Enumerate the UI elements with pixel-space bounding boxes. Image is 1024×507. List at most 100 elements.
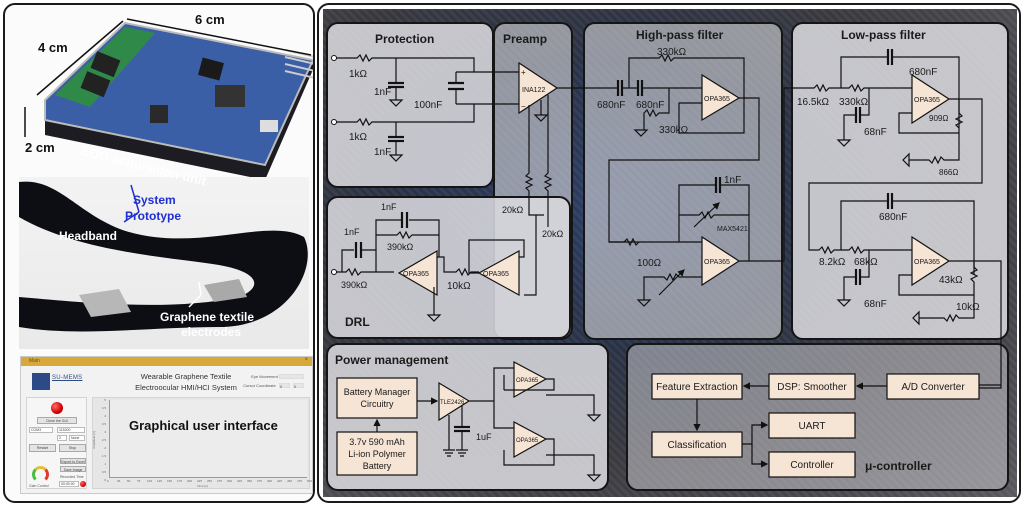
port-select[interactable]: COM3 <box>29 427 53 433</box>
lp-amp1-label: OPA365 <box>914 97 940 104</box>
mcu-title: μ-controller <box>865 459 932 473</box>
system-label-line2: Prototype <box>125 209 182 223</box>
prot-r2-label: 1kΩ <box>349 132 368 143</box>
su-mems-logo <box>32 373 50 390</box>
plot-ytick: 3.5 <box>101 422 106 426</box>
gui-title-line1: Wearable Graphene Textile <box>140 372 232 381</box>
plot-xtick: 150 <box>167 479 173 483</box>
prot-cdiff-label: 100nF <box>414 100 442 111</box>
drl-title: DRL <box>345 315 370 329</box>
electrodes-label-line2: electrodes <box>181 325 242 339</box>
preamp-r1-label: 20kΩ <box>502 205 524 215</box>
inductor <box>150 105 168 123</box>
plot-xtick: 100 <box>147 479 153 483</box>
preamp-circuit: + − INA122 20kΩ 20kΩ <box>502 61 609 296</box>
prot-c2-label: 1nF <box>374 147 391 158</box>
feat-label: Feature Extraction <box>656 382 738 393</box>
power-amp2-label: OPA365 <box>516 438 539 444</box>
lp-s1-r1-label: 16.5kΩ <box>797 97 829 108</box>
export-excel-button[interactable]: Export to Excel <box>60 458 86 464</box>
electrode-left <box>79 289 131 317</box>
baud-field[interactable]: 115200 <box>57 427 85 433</box>
dsp-label: DSP: Smoother <box>777 382 847 393</box>
plot-xtick: 300 <box>227 479 233 483</box>
input-wire-1 <box>336 53 520 73</box>
close-gui-button[interactable]: Close the GUI <box>37 417 77 424</box>
hp-pot-label: MAX5421 <box>717 226 748 233</box>
cls-label: Classification <box>668 440 727 451</box>
hp-cfb-label: 1nF <box>724 175 741 186</box>
plot-xtick: 350 <box>247 479 253 483</box>
plot-ytick: 0 <box>104 478 106 482</box>
plot-ytick: 1.5 <box>101 454 106 458</box>
svg-text:−: − <box>521 102 526 111</box>
plot-xtick: 325 <box>237 479 243 483</box>
hp-amp2-label: OPA365 <box>704 259 730 266</box>
power-amp-1 <box>513 361 548 399</box>
hp-c2-label: 680nF <box>636 100 664 111</box>
plot-ytick: 2.5 <box>101 438 106 442</box>
plot-xtick: 500 <box>307 479 313 483</box>
plot-ytick: 2 <box>104 446 106 450</box>
lp-s1-cgnd-label: 68nF <box>864 127 887 138</box>
feature-extraction-box <box>651 373 743 400</box>
lp-s2-r1-label: 8.2kΩ <box>819 257 846 268</box>
drl-amp2-label: OPA365 <box>483 271 509 278</box>
plot-xtick: 200 <box>187 479 193 483</box>
input-terminal-2 <box>331 119 337 125</box>
lp-s2-rg-label: 10kΩ <box>956 302 980 313</box>
depth-arrow <box>36 20 124 96</box>
plot-xtick: 250 <box>207 479 213 483</box>
plot-ytick: 5 <box>104 398 106 402</box>
lp-s2-r2-label: 68kΩ <box>854 257 878 268</box>
hp-amp-2 <box>701 235 741 287</box>
cursor-y-field: 0 <box>293 383 304 389</box>
lp-s1-r2-label: 330kΩ <box>839 97 869 108</box>
electrode-arrow <box>188 281 202 308</box>
preamp-title: Preamp <box>503 32 548 46</box>
electrode-right <box>204 279 247 302</box>
power-cap-label: 1uF <box>476 432 492 442</box>
tle2426-regulator <box>438 381 471 422</box>
plot-ytick: 0.5 <box>101 470 106 474</box>
system-arrow-left <box>123 211 140 223</box>
plot-xtick: 375 <box>257 479 263 483</box>
cursor-coordinate-label: Cursor Coordinate <box>243 383 276 388</box>
input-wire-2 <box>336 103 520 127</box>
headband-photo <box>19 177 309 349</box>
drl-amp1-label: OPA365 <box>403 271 429 278</box>
low-pass-circuit: OPA365 OPA365 680nF 16.5kΩ 330kΩ 68nF 90… <box>797 49 1002 386</box>
high-pass-block <box>583 22 783 340</box>
restart-button[interactable]: Restart <box>29 444 56 452</box>
hp-c1-label: 680nF <box>597 100 625 111</box>
protection-title: Protection <box>375 32 435 46</box>
system-arrow-up <box>130 184 140 213</box>
svg-text:+: + <box>521 68 526 77</box>
gain-control-label: Gain Control <box>29 484 49 488</box>
plot-xtick: 125 <box>157 479 163 483</box>
mcu-diagram: A/D Converter DSP: Smoother Feature Extr… <box>651 373 1002 478</box>
save-image-button[interactable]: Save Image <box>60 466 86 472</box>
ground-symbol <box>426 287 442 322</box>
high-pass-title: High-pass filter <box>636 28 724 42</box>
plot-ytick: 1 <box>104 462 106 466</box>
dim-depth-label: 4 cm <box>38 40 68 55</box>
electrodes-label-line1: Graphene textile <box>160 310 255 324</box>
gui-window-title: Main <box>29 358 40 364</box>
ground-symbol <box>533 100 549 122</box>
ground-symbol <box>633 88 670 137</box>
eye-movement-field <box>279 374 304 380</box>
filter-field[interactable]: None <box>69 435 85 441</box>
plot-ytick: 4.5 <box>101 406 106 410</box>
plot-xtick: 475 <box>297 479 303 483</box>
reg-label: TLE2426 <box>440 400 465 406</box>
channel-field[interactable]: 2 <box>57 435 67 441</box>
eye-movement-readout: Eye Movement <box>251 374 304 380</box>
gain-control-knob[interactable] <box>32 466 49 483</box>
gui-close-icon[interactable]: × <box>304 357 308 363</box>
drl-amp-1 <box>397 249 438 297</box>
power-title: Power management <box>335 353 449 367</box>
battery-box <box>336 431 418 476</box>
plot-xtick: 50 <box>127 479 131 483</box>
stop-button[interactable]: Stop <box>59 444 86 452</box>
